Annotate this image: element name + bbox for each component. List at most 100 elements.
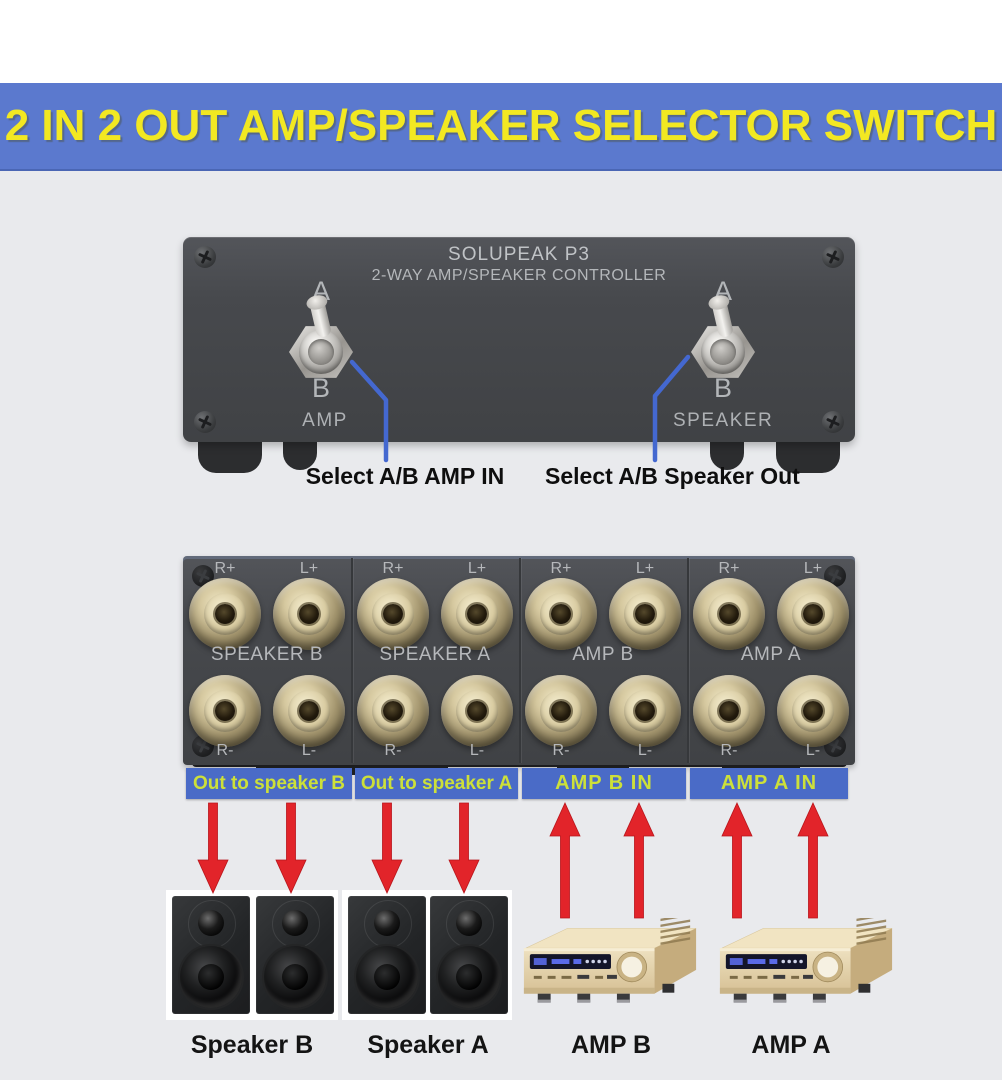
terminal-label: L+: [635, 560, 655, 577]
bookshelf-speaker: [348, 896, 426, 1014]
device-label-speaker-b: Speaker B: [190, 1031, 314, 1059]
vent-slots: [660, 918, 691, 945]
front-controls: [729, 974, 813, 979]
tweeter: [272, 900, 320, 948]
amp-top-face: [525, 928, 697, 949]
binding-post: [777, 675, 849, 747]
front-controls: [533, 974, 617, 979]
binding-post: [357, 675, 429, 747]
woofer: [356, 946, 418, 1008]
terminal-label: L-: [301, 742, 317, 759]
binding-post: [357, 578, 429, 650]
speaker-a-pair-image: [342, 890, 512, 1020]
amp-side-face: [654, 928, 697, 994]
terminal-label: R-: [384, 742, 402, 759]
binding-post: [609, 675, 681, 747]
front-panel: SOLUPEAK P3 2-WAY AMP/SPEAKER CONTROLLER…: [183, 237, 855, 442]
amp-base: [523, 987, 655, 994]
display-segments: [729, 958, 778, 965]
device-label-speaker-a: Speaker A: [367, 1031, 489, 1059]
binding-post: [441, 578, 513, 650]
rear-section-amp-a: R+ L+ AMP A R- L-: [687, 556, 855, 765]
tag-out-to-speaker-b: Out to speaker B: [186, 768, 352, 799]
binding-post: [273, 675, 345, 747]
tweeter: [364, 900, 412, 948]
binding-post: [189, 578, 261, 650]
tag-amp-b-in: AMP B IN: [522, 768, 686, 799]
terminal-label: R+: [382, 560, 404, 577]
title-banner: 2 IN 2 OUT AMP/SPEAKER SELECTOR SWITCH: [0, 83, 1002, 171]
switch-stem: [710, 339, 736, 365]
switch-position-b-label: B: [713, 373, 732, 403]
binding-post: [525, 578, 597, 650]
tag-out-to-speaker-a: Out to speaker A: [355, 768, 518, 799]
bookshelf-speaker: [430, 896, 508, 1014]
amp-feet: [733, 983, 871, 1003]
callout-text-amp-in: Select A/B AMP IN: [305, 463, 505, 489]
display-dots: [781, 959, 803, 964]
screw-icon: [194, 411, 216, 433]
callout-text-speaker-out: Select A/B Speaker Out: [545, 463, 800, 489]
terminal-label: R-: [216, 742, 234, 759]
rear-section-speaker-a: R+ L+ SPEAKER A R- L-: [351, 556, 519, 765]
amp-feet: [537, 983, 675, 1003]
screw-icon: [822, 411, 844, 433]
section-name: AMP B: [572, 644, 634, 665]
knob-face: [621, 956, 643, 978]
device-label-amp-b: AMP B: [570, 1031, 652, 1059]
binding-post: [441, 675, 513, 747]
amp-a-image: [719, 918, 893, 1003]
amp-top-face: [721, 928, 893, 949]
section-divider: [687, 558, 689, 763]
amp-switch-caption: AMP: [302, 410, 348, 431]
screw-icon: [822, 246, 844, 268]
bookshelf-speaker: [256, 896, 334, 1014]
binding-post: [693, 578, 765, 650]
section-divider: [351, 558, 353, 763]
amp-front-highlight: [719, 948, 851, 952]
terminal-label: R+: [214, 560, 236, 577]
terminal-label: L-: [469, 742, 485, 759]
rear-panel: R+ L+ SPEAKER B R- L- R+ L+ SPEAKER A R-…: [183, 556, 855, 765]
amp-display: [529, 954, 611, 969]
woofer: [438, 946, 500, 1008]
amp-side-face: [850, 928, 893, 994]
terminal-label: L+: [803, 560, 823, 577]
tweeter: [446, 900, 494, 948]
binding-post: [189, 675, 261, 747]
knob-face: [817, 956, 839, 978]
tag-amp-a-in: AMP A IN: [690, 768, 848, 799]
amp-b-image: [523, 918, 697, 1003]
amp-front-highlight: [523, 948, 655, 952]
speaker-b-pair-image: [166, 890, 338, 1020]
rear-section-speaker-b: R+ L+ SPEAKER B R- L-: [183, 556, 351, 765]
vent-slots: [856, 918, 887, 945]
section-divider: [519, 558, 521, 763]
terminal-label: L-: [805, 742, 821, 759]
binding-post: [693, 675, 765, 747]
terminal-label: R-: [552, 742, 570, 759]
section-name: AMP A: [740, 644, 802, 665]
binding-post: [609, 578, 681, 650]
binding-post: [273, 578, 345, 650]
toggle-switch-amp: [287, 297, 357, 379]
tweeter: [188, 900, 236, 948]
binding-post: [525, 675, 597, 747]
toggle-switch-speaker: [689, 297, 759, 379]
switch-stem: [308, 339, 334, 365]
speaker-switch-caption: SPEAKER: [673, 410, 774, 431]
display-dots: [585, 959, 607, 964]
bookshelf-speaker: [172, 896, 250, 1014]
amp-display: [725, 954, 807, 969]
panel-subtitle-text: 2-WAY AMP/SPEAKER CONTROLLER: [371, 267, 667, 284]
device-label-amp-a: AMP A: [751, 1031, 831, 1059]
display-segments: [533, 958, 582, 965]
brand-model-text: SOLUPEAK P3: [448, 244, 590, 265]
woofer: [264, 946, 326, 1008]
page-title: 2 IN 2 OUT AMP/SPEAKER SELECTOR SWITCH: [4, 101, 998, 150]
section-name: SPEAKER B: [210, 644, 324, 665]
woofer: [180, 946, 242, 1008]
amp-base: [719, 987, 851, 994]
terminal-label: L+: [467, 560, 487, 577]
